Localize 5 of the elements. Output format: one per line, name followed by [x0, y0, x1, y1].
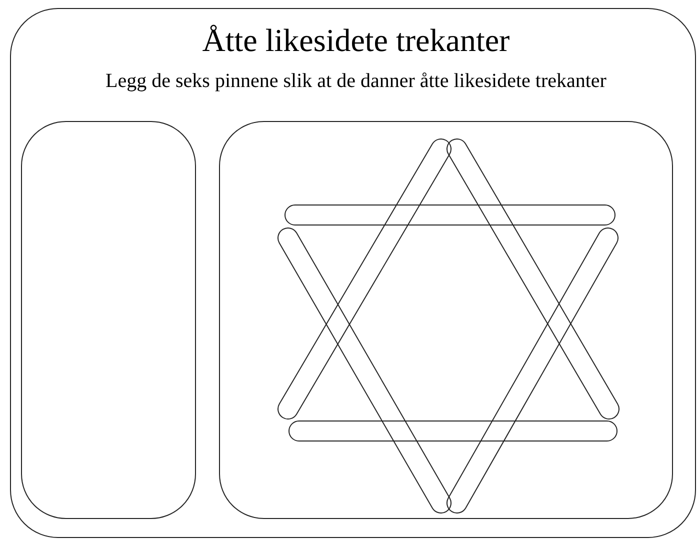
empty-panel [21, 121, 196, 519]
instruction-text: Legg de seks pinnene slik at de danner åtte likesidete trekanter [104, 69, 608, 93]
outer-panel [10, 8, 696, 538]
puzzle-panel [219, 121, 673, 519]
title: Åtte likesidete trekanter [201, 21, 511, 59]
